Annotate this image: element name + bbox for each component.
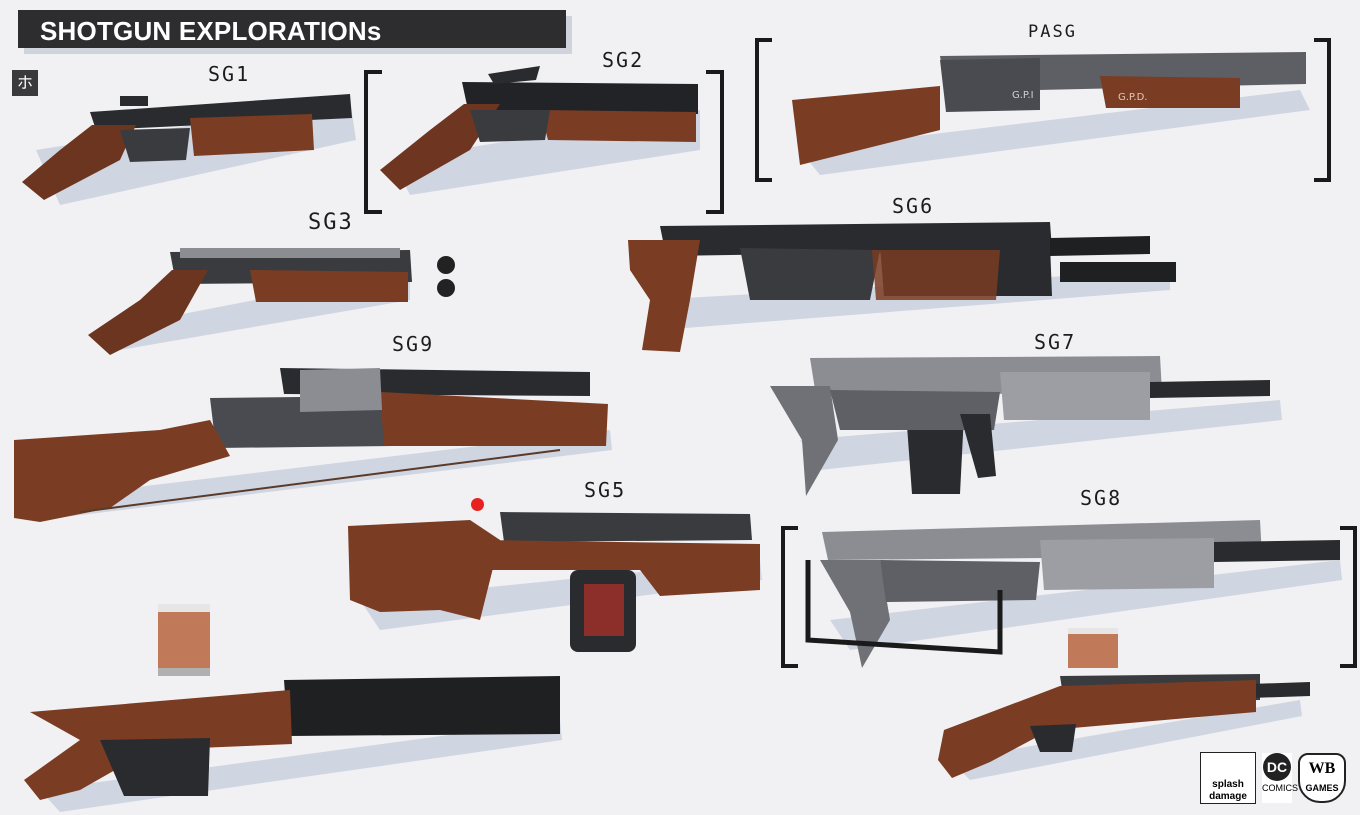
splash-damage-logo: splash damage [1200,752,1256,804]
shotgun-sg8 [805,520,1342,668]
label-sg2: SG2 [602,48,645,72]
dc-logo-text: COMICS [1262,783,1298,793]
bracket-group-sg8 [781,526,1357,668]
shotgun-pasg: G.P.I G.P.D. [792,52,1310,175]
dc-badge: DC [1263,753,1291,781]
wb-games-logo: WB GAMES [1298,753,1346,803]
shell-clip-icon [158,604,210,676]
label-sg9: SG9 [392,332,435,356]
label-sg3: SG3 [308,210,354,235]
label-pasg: PASG [1028,22,1077,42]
label-sg5: SG5 [584,478,627,502]
wb-logo-text: WB [1308,760,1336,777]
shotgun-sg1 [22,94,356,205]
shotgun-sg9 [14,368,612,522]
label-sg8: SG8 [1080,486,1123,510]
pasg-stock-marking: G.P.D. [1118,92,1147,103]
shotgun-sg2 [380,66,700,195]
pasg-receiver-marking: G.P.I [1012,90,1034,101]
bracket-group-sg2 [364,70,724,214]
bolt-action-shotgun-left [24,604,562,812]
splash-logo-text-2: damage [1209,791,1247,802]
bracket-group-pasg [755,38,1331,182]
bolt-action-shotgun-right [938,628,1310,780]
artist-mark-icon: ホ [12,70,38,96]
title-banner: SHOTGUN EXPLORATIONs [18,10,566,48]
red-marker-dot [471,498,484,511]
splash-logo-text-1: splash [1212,779,1244,790]
label-sg6: SG6 [892,194,935,218]
shotgun-sg7 [770,356,1282,496]
shotgun-sg6 [628,222,1176,352]
dc-comics-logo: DC COMICS [1262,753,1298,803]
label-sg7: SG7 [1034,330,1077,354]
publisher-logos: splash damage DC COMICS WB GAMES [1200,752,1346,804]
page-title: SHOTGUN EXPLORATIONs [40,16,382,46]
label-sg1: SG1 [208,62,251,86]
wb-logo-subtext: GAMES [1305,783,1339,793]
shotgun-sg3 [88,248,455,355]
shell-clip-icon [1068,628,1118,668]
shotgun-sg5 [348,512,762,652]
